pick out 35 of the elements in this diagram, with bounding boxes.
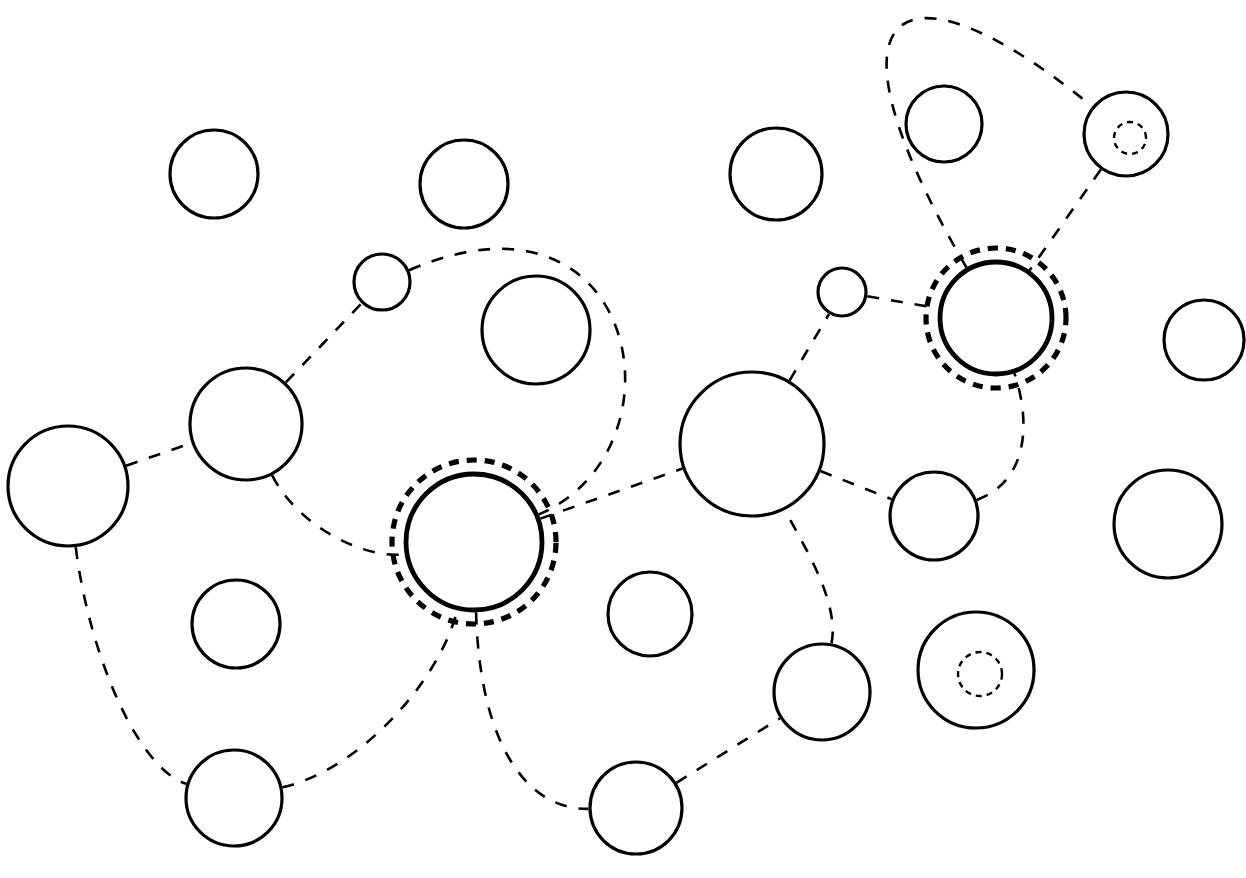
circle <box>184 748 284 848</box>
circle <box>188 366 304 482</box>
circle <box>772 642 872 742</box>
circle <box>923 245 1069 391</box>
dashed-line <box>271 474 405 557</box>
circle <box>678 370 826 518</box>
dashed-line <box>408 247 626 516</box>
dashed-line <box>819 469 893 501</box>
circle <box>6 424 130 548</box>
dashed-line <box>976 373 1025 502</box>
dashed-line <box>1028 168 1102 272</box>
dashed-line <box>885 17 1093 269</box>
circle <box>1162 298 1246 382</box>
dashed-line <box>74 546 187 786</box>
circle <box>352 252 412 312</box>
circle <box>168 128 260 220</box>
circle <box>904 84 984 164</box>
circle <box>1082 90 1170 178</box>
circle <box>389 457 559 627</box>
circle <box>606 570 694 658</box>
circle <box>418 138 510 230</box>
circle <box>480 274 592 386</box>
circle <box>190 578 282 670</box>
dashed-line <box>788 313 831 382</box>
circle <box>588 760 684 856</box>
circle <box>916 610 1036 730</box>
dashed-line <box>474 612 589 811</box>
circle <box>728 126 824 222</box>
circle <box>1112 468 1224 580</box>
dashed-line <box>539 467 684 520</box>
circle <box>816 266 868 318</box>
dashed-line <box>675 717 781 784</box>
circle <box>888 470 980 562</box>
dashed-line <box>867 294 939 310</box>
dashed-line <box>284 302 363 384</box>
